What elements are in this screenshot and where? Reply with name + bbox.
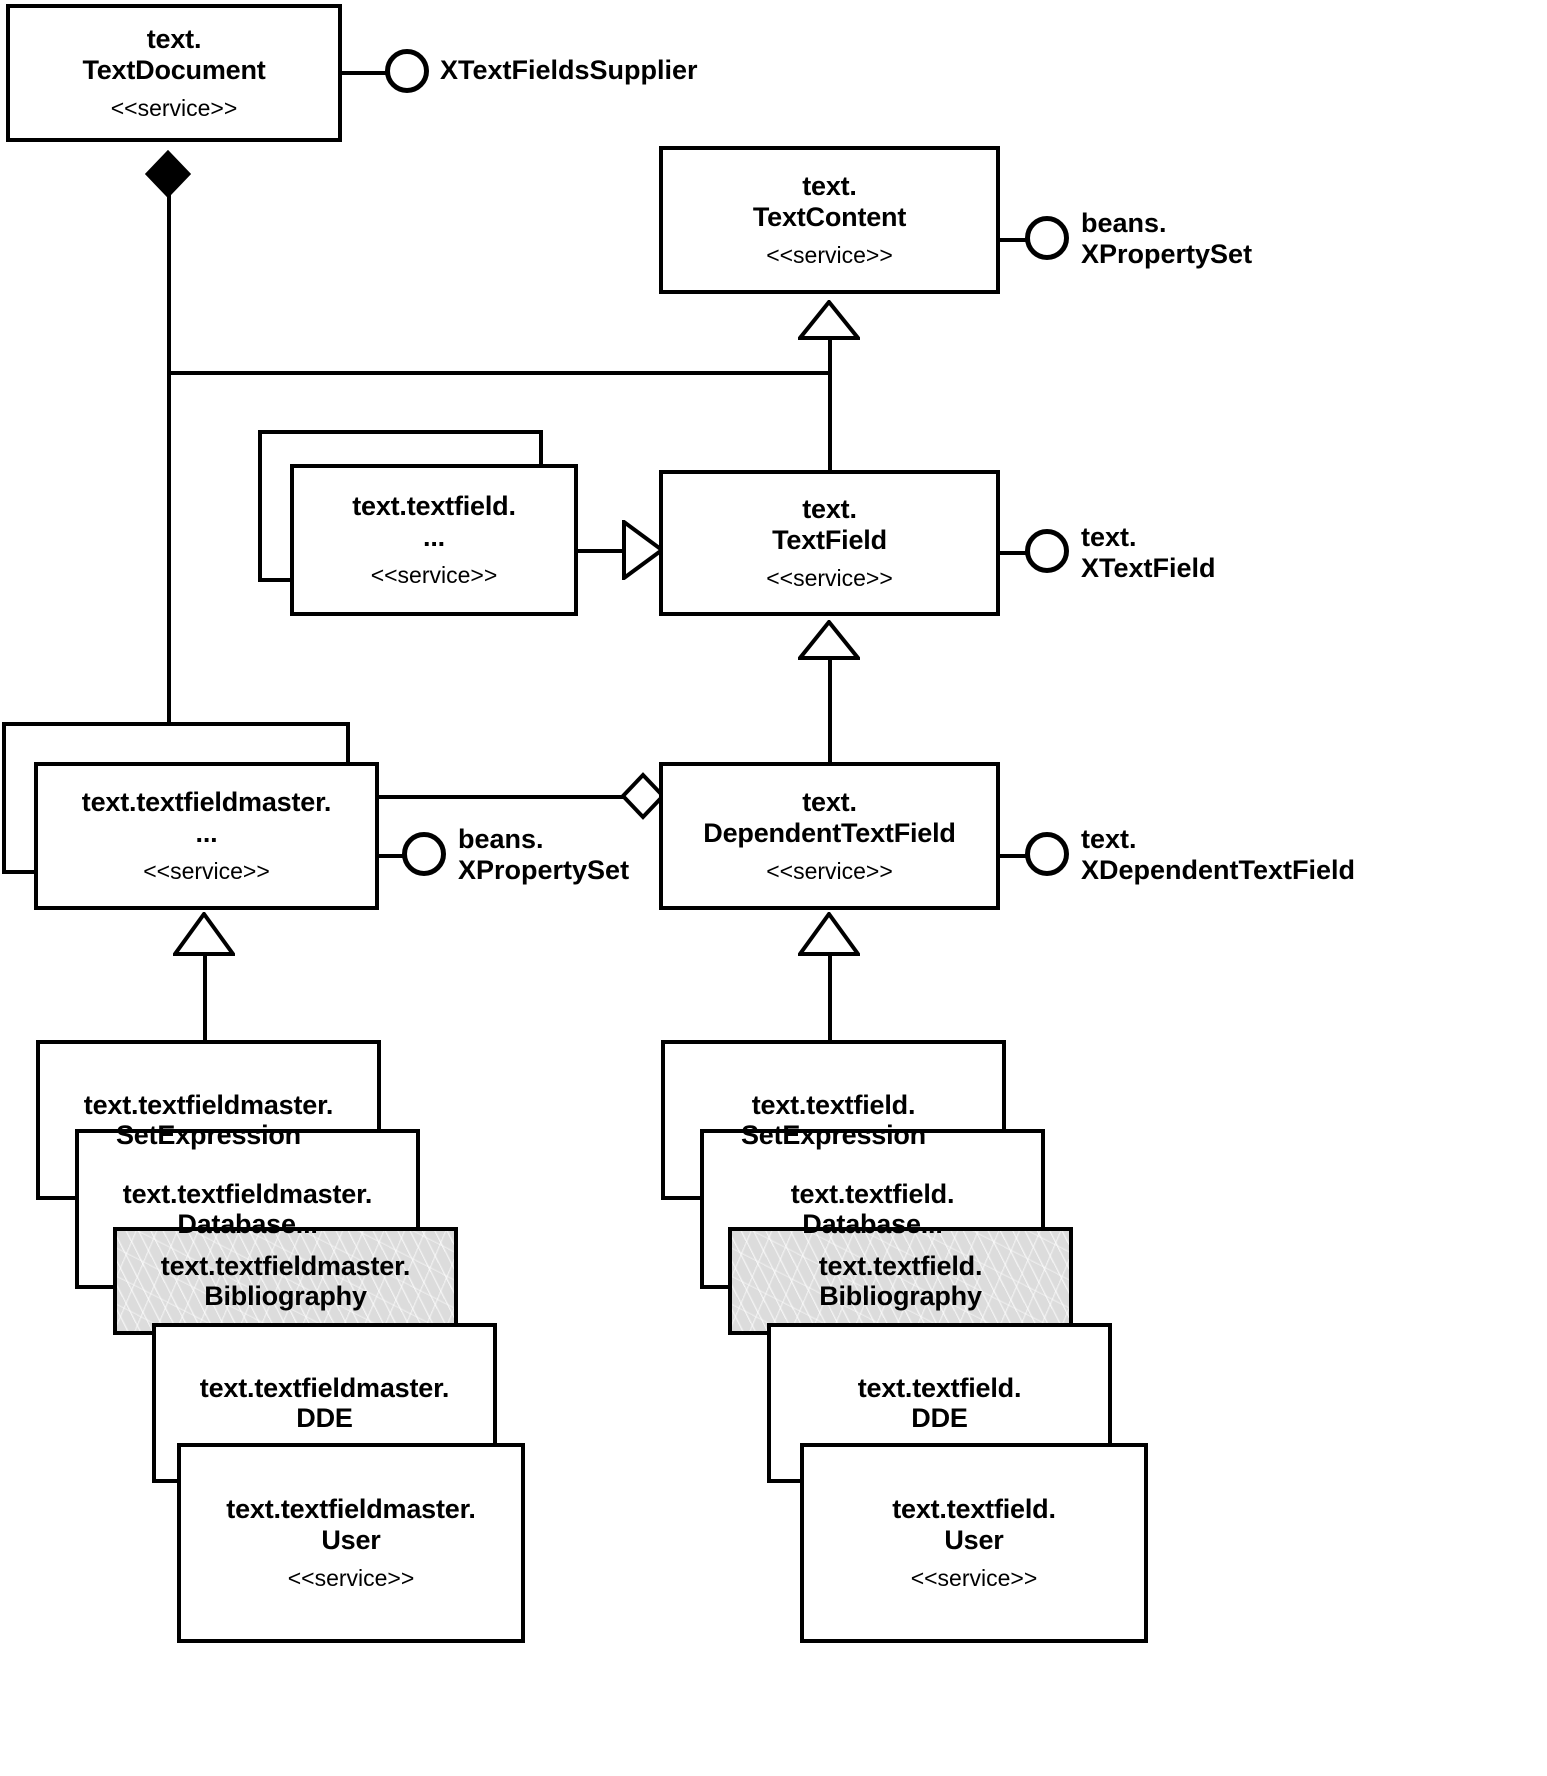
box-title-line2: Bibliography	[204, 1281, 367, 1311]
box-stereotype: <<service>>	[766, 857, 893, 884]
interface-lollipop-text-xdependenttextfield	[1025, 832, 1069, 876]
box-title-line2: TextDocument	[82, 54, 266, 85]
box-stereotype: <<service>>	[766, 241, 893, 268]
box-title-line1: text.textfield.	[857, 1372, 1022, 1403]
interface-lollipop-xtextfieldssupplier	[385, 49, 429, 93]
box-title-line1: text.textfield.	[790, 1178, 955, 1209]
box-title-line2: DependentTextField	[703, 817, 956, 848]
service-box-textfield-bibliography[interactable]: text.textfield. Bibliography	[728, 1227, 1073, 1335]
interface-label-line2: XPropertySet	[458, 855, 630, 886]
interface-label-xtextfieldssupplier: XTextFieldsSupplier	[440, 55, 698, 86]
service-box-text-textfieldmaster-generic[interactable]: text.textfieldmaster. ... <<service>>	[34, 762, 379, 910]
box-title-line2: User	[944, 1524, 1004, 1555]
interface-label-line2: XTextField	[1081, 553, 1216, 584]
connector-generalization-textfield-to-textcontent	[828, 322, 832, 472]
box-title-line2: DDE	[911, 1403, 968, 1433]
box-title-line2: Database...	[802, 1209, 943, 1239]
interface-label-line2: XPropertySet	[1081, 239, 1253, 270]
connector-textfieldmaster-to-xpropertyset	[376, 854, 406, 858]
box-stereotype: <<service>>	[766, 564, 893, 591]
box-stereotype: <<service>>	[143, 857, 270, 884]
box-title-line1: text.textfieldmaster.	[81, 787, 332, 818]
service-box-text-textcontent[interactable]: text. TextContent <<service>>	[659, 146, 1000, 294]
connector-composition-vertical	[167, 176, 171, 776]
box-title-line1: text.textfieldmaster.	[83, 1089, 334, 1120]
service-box-textfieldmaster-database[interactable]: text.textfieldmaster. Database...	[75, 1129, 420, 1289]
box-title-line2: ...	[423, 521, 445, 552]
box-title-line1: text.	[802, 171, 857, 202]
interface-lollipop-beans-xpropertyset-content	[1025, 216, 1069, 260]
connector-generalization-dependent-to-textfield	[828, 640, 832, 763]
box-title-line2: SetExpression	[116, 1120, 301, 1150]
interface-label-line1: text.	[1081, 522, 1137, 552]
service-box-text-dependenttextfield[interactable]: text. DependentTextField <<service>>	[659, 762, 1000, 910]
interface-label-line1: text.	[1081, 824, 1137, 854]
aggregation-diamond-dependenttextfield	[620, 772, 666, 820]
box-title-line2: TextField	[772, 524, 887, 555]
interface-label-text-xtextfield: text. XTextField	[1081, 522, 1216, 584]
box-title-line1: text.textfieldmaster.	[226, 1494, 476, 1525]
service-box-textfield-user[interactable]: text.textfield. User <<service>>	[800, 1443, 1148, 1643]
box-title-line2: Bibliography	[819, 1281, 982, 1311]
box-title-line1: text.textfield.	[751, 1089, 916, 1120]
service-box-textfieldmaster-user[interactable]: text.textfieldmaster. User <<service>>	[177, 1443, 525, 1643]
box-title-line2: SetExpression	[741, 1120, 926, 1150]
interface-label-line1: beans.	[458, 824, 544, 854]
connector-generalization-mastersetexpr-to-master	[203, 955, 207, 1045]
box-title-line1: text.	[802, 494, 857, 525]
box-title-line1: text.	[802, 787, 857, 818]
service-box-text-textfield[interactable]: text. TextField <<service>>	[659, 470, 1000, 616]
box-title-line2: Database...	[177, 1209, 318, 1239]
interface-label-beans-xpropertyset-master: beans. XPropertySet	[458, 824, 629, 886]
box-title-line1: text.textfieldmaster.	[160, 1250, 411, 1281]
interface-lollipop-beans-xpropertyset-master	[402, 832, 446, 876]
service-box-text-textfield-generic[interactable]: text.textfield. ... <<service>>	[290, 464, 578, 616]
connector-composition-branch-horizontal	[167, 371, 832, 375]
box-title-line2: DDE	[296, 1403, 353, 1433]
box-title-line2: User	[321, 1524, 381, 1555]
box-stereotype: <<service>>	[287, 1564, 415, 1591]
box-title-line1: text.textfield.	[352, 491, 516, 522]
interface-label-line1: XTextFieldsSupplier	[440, 55, 698, 85]
connector-generalization-textfieldgeneric-to-textfield	[578, 549, 626, 553]
box-title-line1: text.	[146, 24, 202, 55]
connector-aggregation-master-to-dependent	[376, 795, 624, 799]
interface-label-beans-xpropertyset-content: beans. XPropertySet	[1081, 208, 1252, 270]
interface-label-line1: beans.	[1081, 208, 1167, 238]
connector-textcontent-to-xpropertyset	[998, 238, 1030, 242]
box-title-line1: text.textfieldmaster.	[199, 1372, 450, 1403]
box-title-line2: ...	[195, 817, 218, 848]
box-title-line1: text.textfield.	[818, 1250, 983, 1281]
service-box-text-textdocument[interactable]: text. TextDocument <<service>>	[6, 4, 342, 142]
connector-textfield-to-xtextfield	[998, 551, 1030, 555]
interface-label-text-xdependenttextfield: text. XDependentTextField	[1081, 824, 1355, 886]
connector-dependenttextfield-to-xdependenttextfield	[998, 854, 1030, 858]
box-title-line1: text.textfieldmaster.	[122, 1178, 373, 1209]
box-stereotype: <<service>>	[370, 561, 498, 588]
box-title-line2: TextContent	[752, 201, 907, 232]
interface-label-line2: XDependentTextField	[1081, 855, 1356, 886]
box-stereotype: <<service>>	[110, 94, 238, 121]
connector-generalization-fieldsetexpr-to-dependent	[828, 955, 832, 1045]
box-stereotype: <<service>>	[910, 1564, 1038, 1591]
service-box-textfieldmaster-bibliography[interactable]: text.textfieldmaster. Bibliography	[113, 1227, 458, 1335]
connector-textdocument-to-xtextfieldssupplier	[340, 71, 390, 75]
composition-diamond-textdocument	[145, 150, 191, 198]
box-title-line1: text.textfield.	[892, 1494, 1056, 1525]
interface-lollipop-text-xtextfield	[1025, 529, 1069, 573]
